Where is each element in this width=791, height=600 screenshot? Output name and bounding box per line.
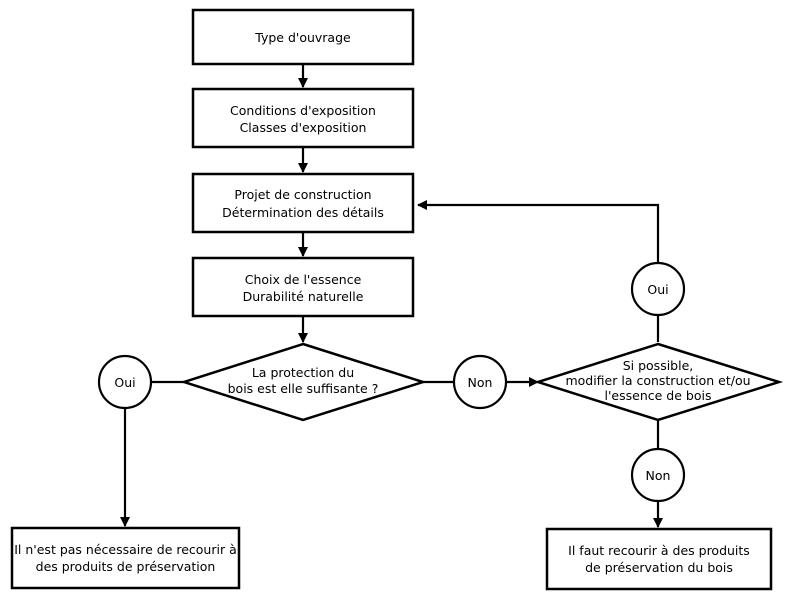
decision-modifier-line-2: modifier la construction et/ou [565,373,750,388]
result-no-line-1: Il n'est pas nécessaire de recourir à [14,542,237,557]
connector-oui-right: Oui [630,261,686,317]
connector-non-middle-label: Non [468,375,493,390]
edges [120,64,663,528]
node-choix-essence: Choix de l'essence Durabilité naturelle [191,256,415,318]
connector-non-right: Non [630,447,686,503]
connector-oui-right-label: Oui [647,282,668,297]
result-yes-line-1: Il faut recourir à des produits [568,543,750,558]
connector-oui-left: Oui [97,354,153,410]
node-conditions-line-2: Classes d'exposition [240,120,367,135]
decision-protection-suffisante: La protection du bois est elle suffisant… [179,342,428,422]
node-projet-line-2: Détermination des détails [222,205,384,220]
connector-non-right-label: Non [646,468,671,483]
node-type-ouvrage-line-1: Type d'ouvrage [254,30,351,45]
connector-oui-left-label: Oui [114,375,135,390]
node-choix-line-1: Choix de l'essence [245,272,362,287]
decision-protection-line-1: La protection du [252,365,354,380]
result-yes-line-2: de préservation du bois [585,560,733,575]
connector-non-middle: Non [452,354,508,410]
node-type-ouvrage: Type d'ouvrage [191,8,415,66]
node-projet-line-1: Projet de construction [234,187,371,202]
node-projet-construction: Projet de construction Détermination des… [191,172,415,234]
node-choix-line-2: Durabilité naturelle [243,289,364,304]
result-preservation-required: Il faut recourir à des produits de prése… [545,527,773,591]
decision-modifier-line-1: Si possible, [623,358,694,373]
result-no-line-2: des produits de préservation [36,559,216,574]
node-conditions-line-1: Conditions d'exposition [230,103,376,118]
result-no-preservation: Il n'est pas nécessaire de recourir à de… [10,526,241,590]
decision-protection-line-2: bois est elle suffisante ? [228,381,379,396]
edge-oui-right-to-projet [417,200,660,264]
decision-modifier-line-3: l'essence de bois [605,388,712,403]
node-conditions-exposition: Conditions d'exposition Classes d'exposi… [191,87,415,149]
decision-modifier-construction: Si possible, modifier la construction et… [533,342,784,422]
